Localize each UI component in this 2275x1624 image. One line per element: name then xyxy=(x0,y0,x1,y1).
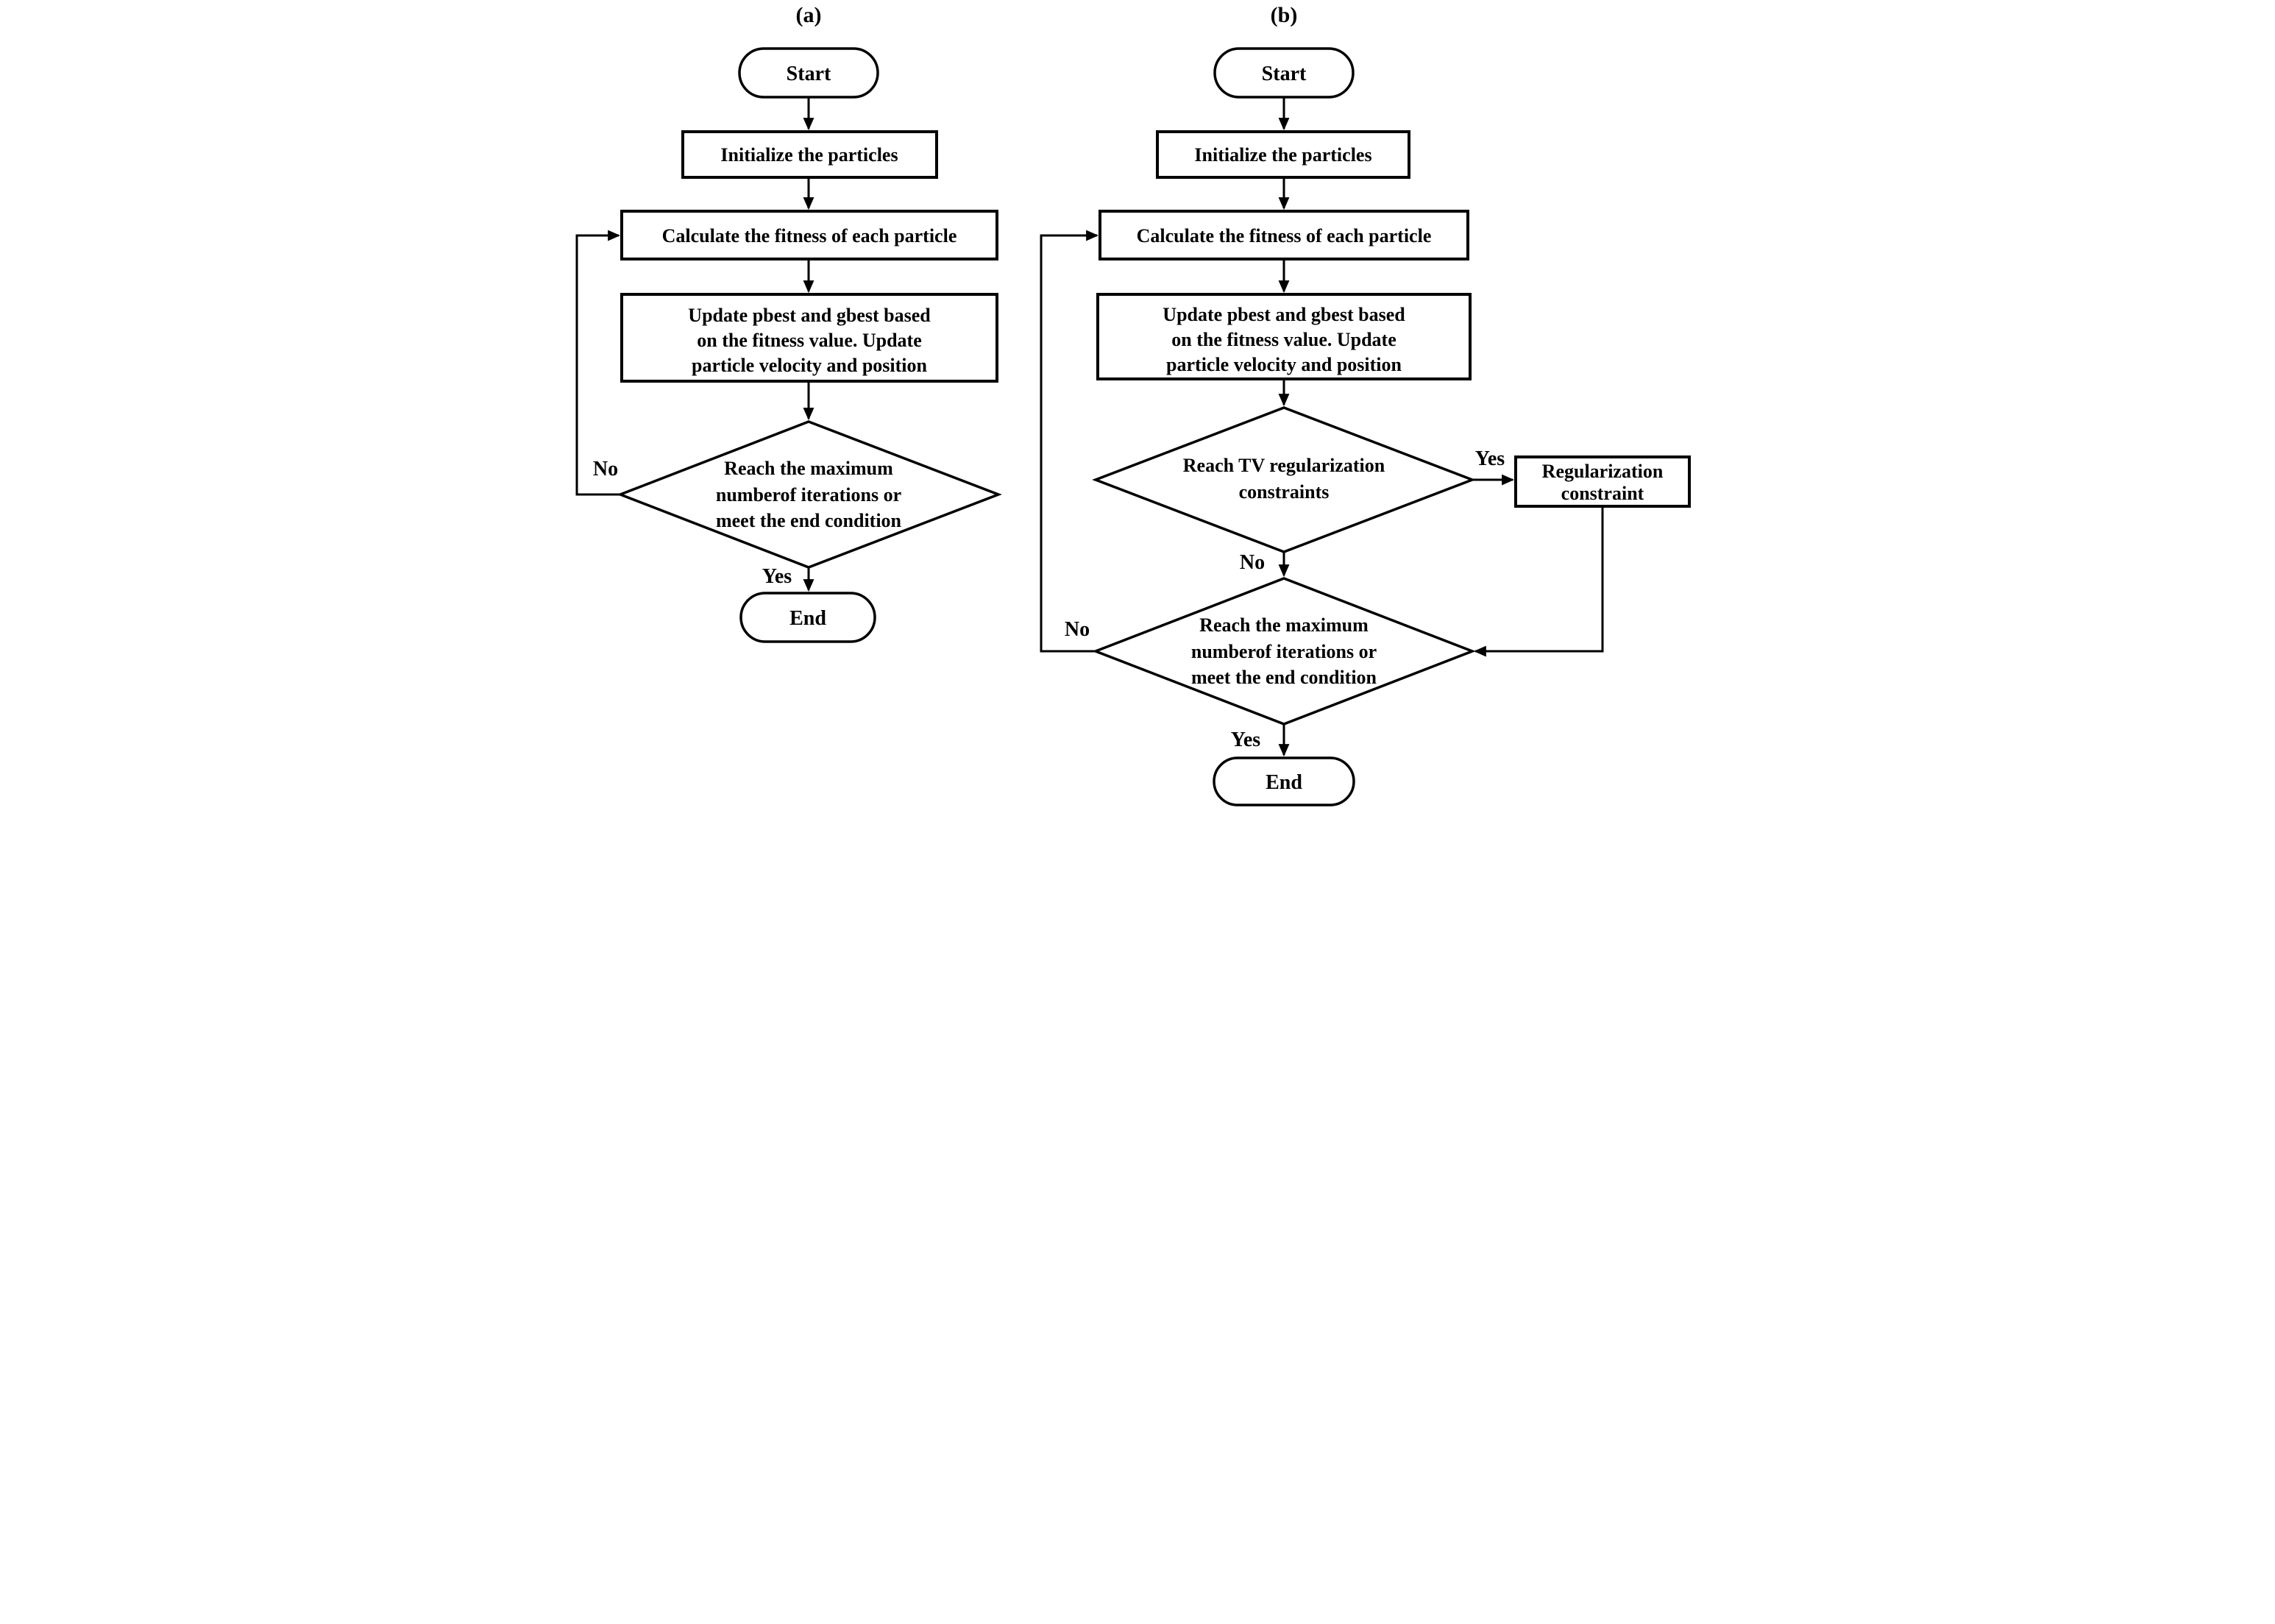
b-decision-tv-line-1: Reach TV regularization xyxy=(1183,455,1385,476)
b-no-loop-edge xyxy=(1040,230,1099,653)
a-initialize-label: Initialize the particles xyxy=(720,144,898,166)
b-regularization-node xyxy=(1514,455,1691,508)
a-decision-max-line-3: meet the end condition xyxy=(716,510,902,531)
b-update-line-1: Update pbest and gbest based xyxy=(1163,304,1405,325)
chart-a-title: (a) xyxy=(796,3,822,27)
b-update-line-3: particle velocity and position xyxy=(1166,354,1402,375)
a-start-label: Start xyxy=(787,63,831,85)
flowchart-canvas: (a) Start Initialize the particles Calcu… xyxy=(575,3,1691,806)
b-regularization-line-1: Regularization xyxy=(1542,461,1664,482)
b-yes-tv-edge-label: Yes xyxy=(1475,447,1505,470)
b-decision-max-line-2: numberof iterations or xyxy=(1191,641,1377,662)
flowchart-b: (b) Start Initialize the particles Calcu… xyxy=(1040,3,1691,806)
b-decision-max-line-3: meet the end condition xyxy=(1191,667,1377,688)
b-start-label: Start xyxy=(1262,63,1307,85)
b-start-node xyxy=(1213,47,1355,99)
a-decision-max-line-1: Reach the maximum xyxy=(724,458,893,479)
b-regularization-line-2: constraint xyxy=(1561,483,1644,504)
b-calculate-node xyxy=(1099,210,1469,260)
flowchart-figure: (a) Start Initialize the particles Calcu… xyxy=(569,0,1706,812)
a-decision-max-node xyxy=(617,420,1002,569)
a-start-node xyxy=(738,47,879,99)
b-decision-max-node xyxy=(1092,577,1476,726)
b-regularization-return-edge xyxy=(1473,506,1604,657)
a-yes-edge-label: Yes xyxy=(762,565,792,588)
b-decision-tv-node xyxy=(1092,406,1476,553)
a-initialize-node xyxy=(681,130,938,179)
b-decision-max-line-1: Reach the maximum xyxy=(1199,614,1369,636)
a-no-loop-edge xyxy=(575,230,621,496)
b-end-node xyxy=(1213,756,1355,806)
b-end-label: End xyxy=(1266,771,1302,794)
b-no-max-edge-label: No xyxy=(1065,618,1090,641)
b-yes-end-edge-label: Yes xyxy=(1231,728,1261,751)
chart-b-title: (b) xyxy=(1271,3,1298,27)
b-update-node xyxy=(1096,293,1472,380)
a-decision-max-line-2: numberof iterations or xyxy=(716,484,901,506)
flowchart-a: (a) Start Initialize the particles Calcu… xyxy=(575,3,1002,643)
b-initialize-node xyxy=(1156,130,1410,179)
a-update-node xyxy=(620,293,998,383)
a-update-line-3: particle velocity and position xyxy=(692,355,927,376)
a-calculate-node xyxy=(620,210,998,260)
b-update-line-2: on the fitness value. Update xyxy=(1171,329,1396,350)
a-update-line-1: Update pbest and gbest based xyxy=(688,305,931,326)
a-no-edge-label: No xyxy=(593,458,618,481)
a-end-node xyxy=(739,592,876,643)
b-decision-tv-line-2: constraints xyxy=(1239,481,1330,503)
b-initialize-label: Initialize the particles xyxy=(1194,144,1371,166)
a-end-label: End xyxy=(789,607,826,630)
a-calculate-label: Calculate the fitness of each particle xyxy=(662,225,957,247)
b-no-tv-edge-label: No xyxy=(1240,551,1265,574)
a-update-line-2: on the fitness value. Update xyxy=(697,330,922,351)
b-calculate-label: Calculate the fitness of each particle xyxy=(1137,225,1432,247)
